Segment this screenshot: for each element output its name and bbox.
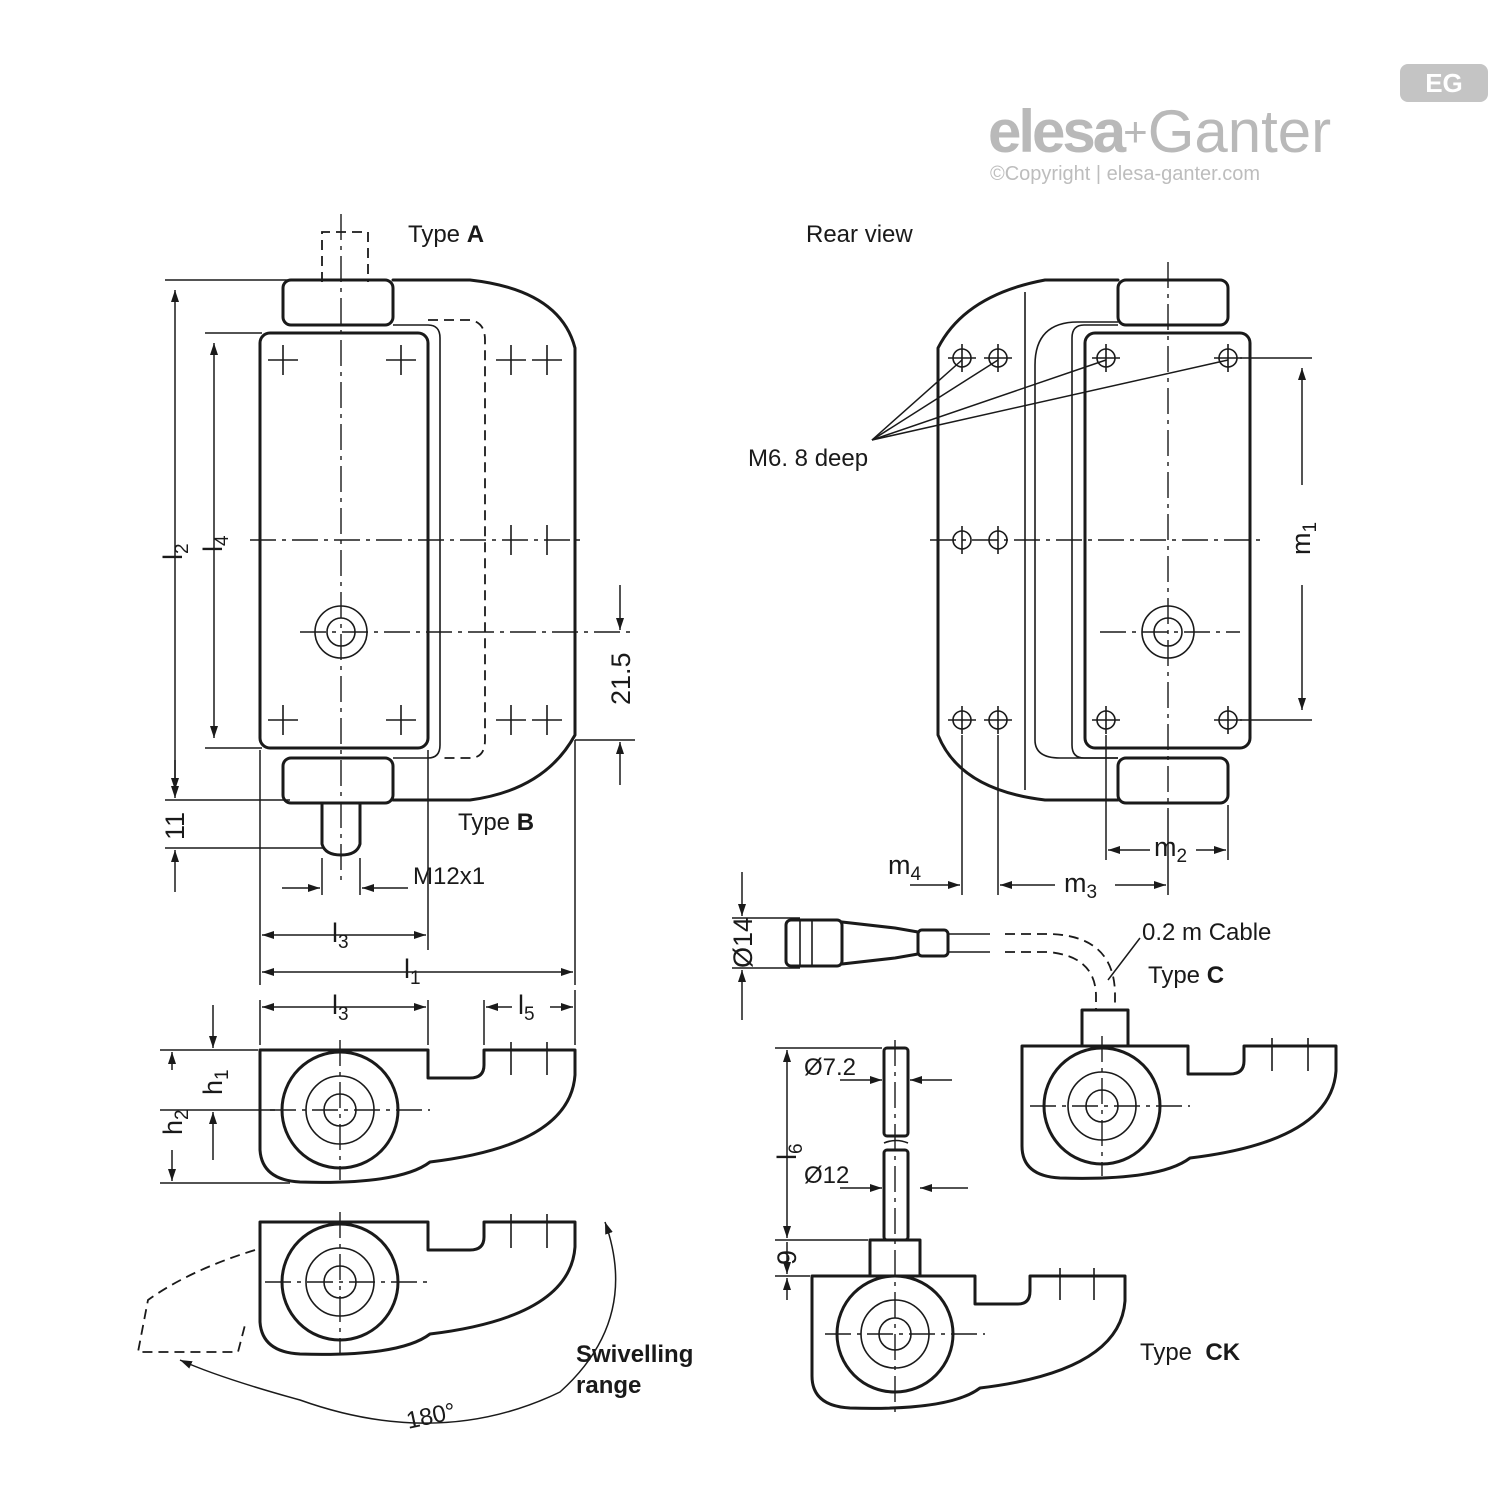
dim-d12: Ø12 [804,1162,849,1189]
title-type-ck-letter: CK [1205,1339,1240,1366]
dim-m4: m4 [888,850,922,885]
dim-l3-top: l3 [332,918,349,953]
dim-11: 11 [160,812,190,840]
title-type-a-letter: A [467,221,484,248]
rear-view [871,262,1260,810]
svg-text:elesa+Ganter: elesa+Ganter [988,98,1331,165]
dim-d14: Ø14 [728,917,758,968]
title-rear-view: Rear view [806,221,913,248]
dim-m2: m2 [1154,832,1187,867]
dim-l3-bottom: l3 [332,990,349,1025]
brand-copyright: ©Copyright | elesa-ganter.com [990,163,1260,185]
brand-logo: EG elesa+Ganter ©Copyright | elesa-gante… [988,64,1488,185]
dim-l2: l2 [158,543,193,560]
dim-l4: l4 [198,535,233,552]
type-c-top-view [1020,1008,1338,1180]
brand-name-part2: Ganter [1148,98,1331,165]
front-dimensions [165,279,635,985]
dim-d7-2: Ø7.2 [804,1054,856,1081]
title-type-ck: Type CK [1140,1339,1241,1366]
dim-9: 9 [772,1250,802,1265]
brand-badge [1400,64,1488,102]
label-swivelling-2: range [576,1372,641,1399]
dim-l5: l5 [518,990,535,1025]
dim-l6: l6 [772,1143,807,1160]
label-cable: 0.2 m Cable [1142,919,1271,946]
top-view-left [160,990,577,1184]
title-type-b: Type B [458,809,534,836]
front-view [250,214,630,880]
label-swivel-angle: 180° [404,1398,458,1435]
title-type-c-letter: C [1207,962,1224,989]
dim-h2: h2 [158,1109,193,1135]
title-type-b-letter: B [517,809,534,836]
dim-h1: h1 [198,1069,233,1095]
brand-badge-text: EG [1425,68,1463,98]
dim-m1: m1 [1286,522,1321,555]
dim-l1: l1 [404,954,421,989]
label-swivelling-1: Swivelling [576,1341,693,1368]
rear-dimensions [910,357,1312,895]
type-ck-view [775,1040,1127,1418]
title-type-c: Type C [1148,962,1224,989]
brand-plus: + [1123,108,1148,155]
dim-m3: m3 [1064,868,1097,903]
title-type-a: Type A [408,221,484,248]
cable-connector [732,872,1141,1020]
label-m12x1: M12x1 [413,863,485,890]
swivel-view [136,1212,617,1424]
brand-name-part1: elesa [988,98,1127,165]
dim-21-5: 21.5 [606,652,636,705]
label-thread-holes: M6. 8 deep [748,445,868,472]
